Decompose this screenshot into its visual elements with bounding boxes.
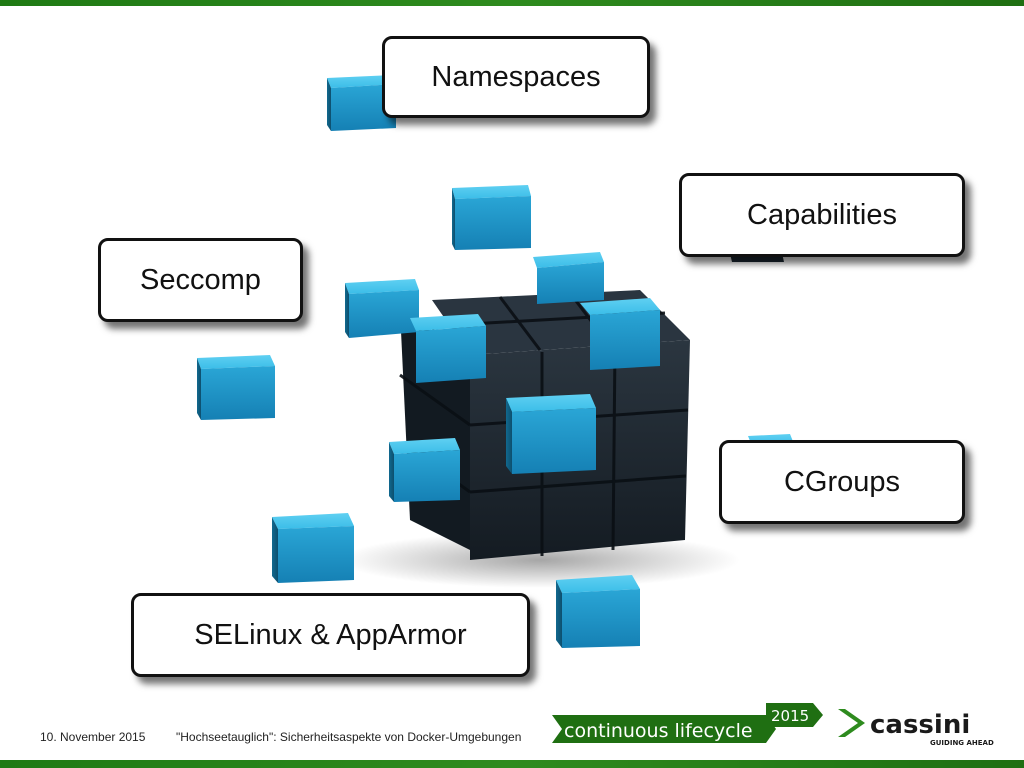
selinux-apparmor-label: SELinux & AppArmor [131,593,530,677]
namespaces-label: Namespaces [382,36,650,118]
seccomp-label-text: Seccomp [140,263,261,296]
cassini-tagline: GUIDING AHEAD [930,739,994,747]
floating-cube [345,279,419,338]
cassini-name: cassini [870,710,970,740]
cassini-arrow-icon [838,709,865,737]
selinux-apparmor-label-text: SELinux & AppArmor [194,618,467,651]
floating-cube [410,314,486,383]
continuous-lifecycle-logo: continuous lifecycle 2015 [552,703,823,743]
floating-cube [580,298,660,370]
floating-cube [506,394,596,474]
floating-cube [272,513,354,583]
cgroups-label-text: CGroups [783,465,901,498]
capabilities-label-text: Capabilities [747,198,897,231]
namespaces-label-text: Namespaces [431,60,601,93]
floating-cube [533,252,604,304]
floating-cube [452,185,531,250]
footer-title: "Hochseetauglich": Sicherheitsaspekte vo… [176,730,522,744]
bottom-accent-bar [0,760,1024,768]
capabilities-label: Capabilities [679,173,965,257]
cgroups-label: CGroups [719,440,965,524]
top-accent-bar [0,0,1024,6]
floating-cube [197,355,275,420]
cube-shadow [340,532,740,588]
event-logo-text: continuous lifecycle [564,720,753,742]
floating-cube [389,438,460,502]
seccomp-label: Seccomp [98,238,303,322]
event-logo-year: 2015 [771,707,809,725]
cassini-logo: cassini GUIDING AHEAD [838,709,994,747]
floating-cube [556,575,640,648]
footer-date: 10. November 2015 [40,730,146,744]
floating-cube [327,75,396,131]
